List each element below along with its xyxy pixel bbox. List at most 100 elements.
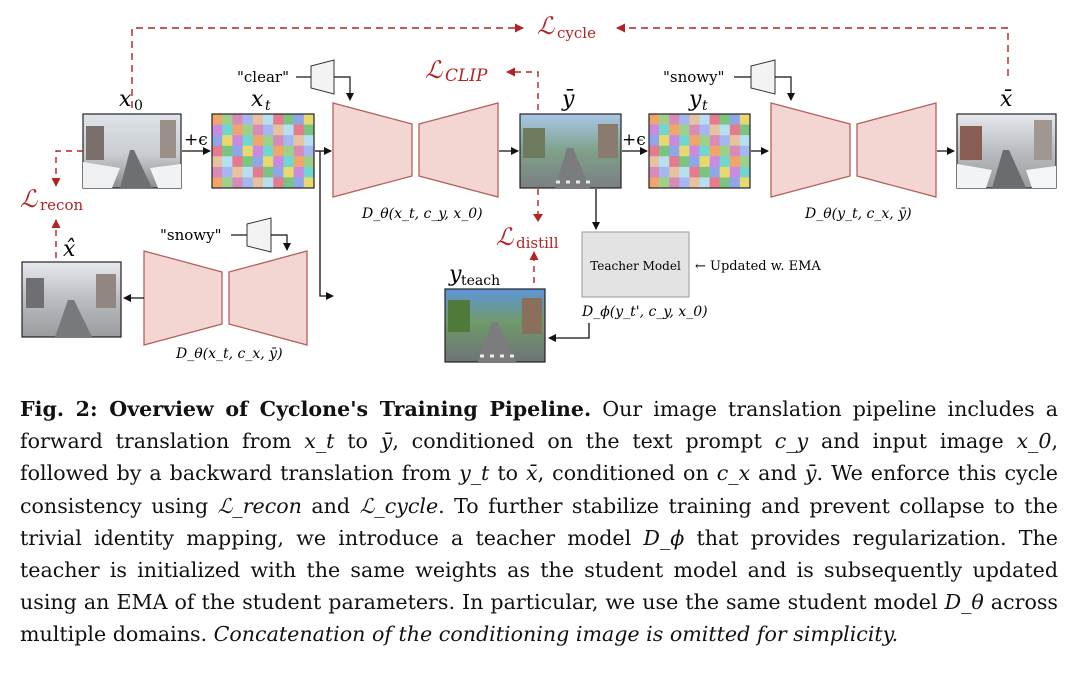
noise-cell: [699, 124, 710, 136]
noise-cell: [669, 124, 680, 136]
caption-text: , followed by a backward translation fro…: [20, 429, 1058, 486]
noise-cell: [303, 156, 315, 168]
noise-cell: [689, 135, 700, 147]
clip-loss: ℒ CLIP: [425, 56, 539, 110]
noise-cell: [283, 145, 294, 157]
noise-cell: [273, 124, 284, 136]
noise-cell: [739, 135, 751, 147]
forward-unet: [332, 102, 499, 198]
noise-cell: [709, 114, 720, 125]
teacher-model-box: Teacher Model: [581, 231, 690, 298]
noise-cell: [232, 177, 243, 189]
caption-text: , conditioned on: [537, 461, 717, 486]
noise-cell: [699, 166, 710, 178]
svg-text:t: t: [265, 98, 271, 114]
prompt-snowy-bottom: "snowy": [160, 217, 291, 253]
noise-cell: [689, 114, 700, 125]
math-inline: ȳ: [380, 429, 393, 454]
noise-cell: [679, 177, 690, 189]
svg-text:"clear": "clear": [237, 68, 289, 86]
svg-text:y: y: [448, 262, 462, 287]
pipeline-figure: ℒ cycle x 0 +ϵ x t "clear" D_θ(x_t, c_y,…: [20, 12, 1057, 363]
backward-unet: [770, 102, 937, 198]
teacher-label: D_ϕ(y_t', c_y, x_0): [581, 304, 708, 320]
noise-cell: [212, 114, 223, 125]
svg-text:CLIP: CLIP: [445, 66, 488, 86]
noise-cell: [739, 166, 751, 178]
noise-cell: [222, 135, 233, 147]
noise-cell: [659, 145, 670, 157]
noise-cell: [729, 177, 741, 189]
noise-cell: [729, 135, 741, 147]
noise-cell: [263, 145, 274, 157]
cycle-loss-label: ℒ cycle: [537, 12, 596, 42]
noise-cell: [232, 114, 243, 125]
math-inline: x̄: [526, 461, 538, 486]
noise-cell: [709, 145, 720, 157]
noise-cell: [273, 135, 284, 147]
noise-cell: [273, 177, 284, 189]
prompt-clear: "clear": [237, 59, 354, 101]
caption-text: and input image: [808, 429, 1017, 454]
noise-cell: [689, 166, 700, 178]
forward-unet-label: D_θ(x_t, c_y, x_0): [361, 206, 483, 222]
svg-text:x: x: [251, 87, 264, 112]
noise-cell: [252, 135, 264, 147]
noise-cell: [649, 124, 660, 136]
noise-cell: [263, 114, 274, 125]
image-x0: x 0: [82, 87, 182, 189]
figure-caption: Fig. 2: Overview of Cyclone's Training P…: [20, 393, 1058, 651]
noise-cell: [242, 114, 254, 125]
noise-cell: [263, 166, 274, 178]
noise-cell: [719, 135, 731, 147]
distill-loss: ℒ distill: [496, 189, 559, 283]
noise-cell: [669, 135, 680, 147]
caption-text: and: [301, 493, 360, 518]
noise-cell: [293, 177, 305, 189]
ema-note: ← Updated w. EMA: [695, 259, 821, 274]
noise-cell: [649, 156, 660, 168]
noise-cell: [242, 145, 254, 157]
noise-cell: [293, 166, 305, 178]
svg-text:0: 0: [134, 98, 143, 114]
noise-cell: [293, 156, 305, 168]
noise-cell: [649, 145, 660, 157]
noise-cell: [739, 145, 751, 157]
svg-text:ȳ: ȳ: [561, 87, 575, 112]
noise-cell: [699, 135, 710, 147]
svg-text:ℒ: ℒ: [425, 56, 443, 84]
recon-unet-label: D_θ(x_t, c_x, ȳ): [175, 346, 283, 362]
noise-cell: [303, 135, 315, 147]
noise-cell: [232, 156, 243, 168]
caption-text: to: [489, 461, 527, 486]
noise-cell: [273, 145, 284, 157]
noise-cell: [222, 124, 233, 136]
noise-cell: [303, 114, 315, 125]
caption-italic-note: Concatenation of the conditioning image …: [213, 622, 899, 647]
svg-text:t: t: [702, 98, 708, 114]
noise-cell: [709, 177, 720, 189]
noise-cell: [252, 124, 264, 136]
noise-cell: [263, 124, 274, 136]
image-yteach: y teach: [444, 262, 546, 363]
noise-cell: [659, 177, 670, 189]
svg-text:"snowy": "snowy": [663, 68, 725, 86]
noise-cell: [232, 124, 243, 136]
noise-cell: [303, 145, 315, 157]
caption-text: . We enforce this cycle consistency usin…: [20, 461, 1058, 518]
svg-text:ℒ: ℒ: [496, 223, 514, 251]
svg-text:teach: teach: [461, 273, 500, 289]
noise-cell: [739, 114, 751, 125]
noise-cell: [242, 177, 254, 189]
arrow-xt-recon: [319, 151, 334, 300]
noise-cell: [242, 135, 254, 147]
noise-cell: [739, 124, 751, 136]
plus-epsilon-1: +ϵ: [184, 130, 208, 150]
noise-cell: [669, 166, 680, 178]
noise-cell: [699, 177, 710, 189]
image-xt-noisy: x t: [211, 87, 315, 189]
noise-cell: [283, 177, 294, 189]
svg-text:distill: distill: [516, 234, 559, 252]
image-xbar: x̄: [956, 87, 1057, 189]
noise-cell: [679, 166, 690, 178]
